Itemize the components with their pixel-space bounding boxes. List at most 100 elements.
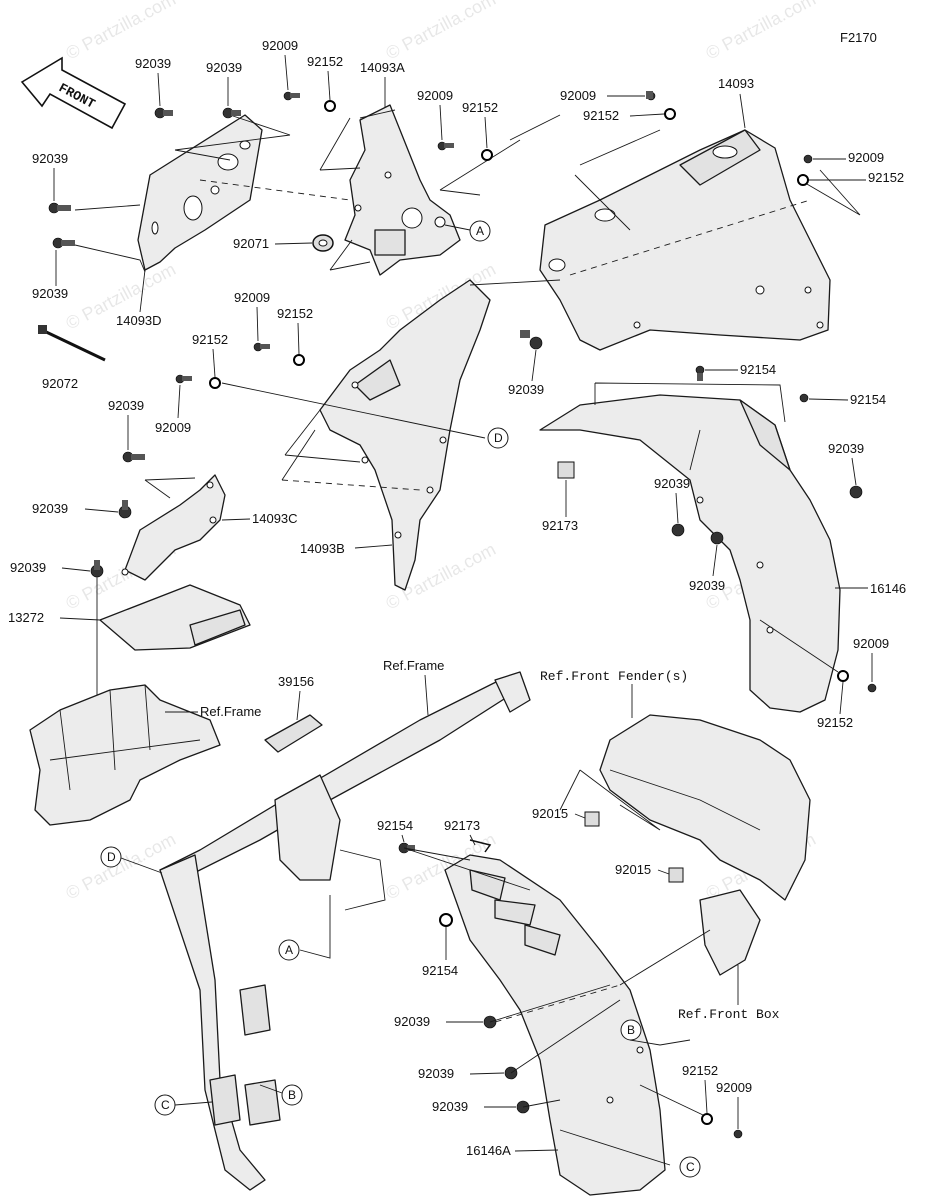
- callout-letter: B: [288, 1088, 296, 1102]
- label-92015: 92015: [615, 862, 651, 877]
- clip-icon: [52, 237, 75, 249]
- bolt-icon: [803, 154, 813, 164]
- label-13272: 13272: [8, 610, 44, 625]
- label-92039: 92039: [32, 286, 68, 301]
- figure-code: F2170: [840, 30, 877, 45]
- watermark: © Partzilla.com: [702, 0, 818, 64]
- callout-B: [281, 1084, 303, 1106]
- label-92154: 92154: [740, 362, 776, 377]
- callout-A: [278, 939, 300, 961]
- label-16146: 16146: [870, 581, 906, 596]
- label-92015: 92015: [532, 806, 568, 821]
- clip-icon: [668, 867, 684, 883]
- label-92072: 92072: [42, 376, 78, 391]
- front-fender-ref: [599, 714, 811, 901]
- part-16146A: [444, 854, 666, 1196]
- washer-icon: [293, 354, 305, 366]
- label-14093A: 14093A: [360, 60, 405, 75]
- callout-letter: D: [107, 850, 116, 864]
- label-92009: 92009: [716, 1080, 752, 1095]
- callout-letter: A: [285, 943, 293, 957]
- label-92039: 92039: [828, 441, 864, 456]
- callout-D: [487, 427, 509, 449]
- clip-icon: [48, 202, 71, 214]
- label-39156: 39156: [278, 674, 314, 689]
- callout-letter: C: [686, 1160, 695, 1174]
- grommet-icon: [312, 234, 334, 252]
- clip-icon: [222, 107, 241, 119]
- label-92009: 92009: [234, 290, 270, 305]
- label-92152: 92152: [277, 306, 313, 321]
- label-92152: 92152: [192, 332, 228, 347]
- label-92173: 92173: [542, 518, 578, 533]
- callout-letter: D: [494, 431, 503, 445]
- callout-B: [620, 1019, 642, 1041]
- label-92039: 92039: [32, 501, 68, 516]
- label-92009: 92009: [417, 88, 453, 103]
- callout-letter: C: [161, 1098, 170, 1112]
- washer-icon: [701, 1113, 713, 1125]
- label-92039: 92039: [32, 151, 68, 166]
- bolt-icon: [283, 91, 300, 101]
- label-92152: 92152: [462, 100, 498, 115]
- front-box-ref: [699, 889, 761, 976]
- part-16146: [539, 394, 841, 713]
- label-92039: 92039: [206, 60, 242, 75]
- watermark: © Partzilla.com: [62, 829, 178, 904]
- label-14093B: 14093B: [300, 541, 345, 556]
- clip-icon: [122, 451, 145, 463]
- washer-icon: [324, 100, 336, 112]
- clip-icon: [90, 560, 104, 578]
- label-92009: 92009: [848, 150, 884, 165]
- callout-D: [100, 846, 122, 868]
- bolt-icon: [733, 1129, 743, 1139]
- ref-front-fenders: Ref.Front Fender(s): [540, 669, 688, 684]
- clip-icon: [799, 393, 809, 403]
- label-92152: 92152: [868, 170, 904, 185]
- label-92039: 92039: [654, 476, 690, 491]
- washer-icon: [664, 108, 676, 120]
- label-92009: 92009: [155, 420, 191, 435]
- label-92154: 92154: [422, 963, 458, 978]
- ref-front-box: Ref.Front Box: [678, 1007, 780, 1022]
- washer-icon: [837, 670, 849, 682]
- label-92009: 92009: [853, 636, 889, 651]
- callout-letter: B: [627, 1023, 635, 1037]
- label-92039: 92039: [108, 398, 144, 413]
- bolt-icon: [646, 91, 656, 101]
- frame-ref-left: [29, 684, 221, 826]
- bolt-icon: [175, 374, 192, 384]
- label-92009: 92009: [560, 88, 596, 103]
- main-frame: [159, 671, 531, 1191]
- watermark: © Partzilla.com: [382, 0, 498, 64]
- watermark: © Partzilla.com: [62, 0, 178, 64]
- washer-icon: [481, 149, 493, 161]
- label-92071: 92071: [233, 236, 269, 251]
- clip-icon: [154, 107, 173, 119]
- washer-icon: [209, 377, 221, 389]
- part-14093B: [319, 279, 491, 591]
- clip-icon: [469, 839, 492, 853]
- clip-icon: [118, 500, 132, 519]
- callout-letter: A: [476, 224, 484, 238]
- clip-icon: [584, 811, 600, 827]
- label-92039: 92039: [135, 56, 171, 71]
- clip-icon: [695, 365, 705, 381]
- label-92039: 92039: [10, 560, 46, 575]
- front-arrow-icon: FRONT: [20, 56, 127, 130]
- clip-icon: [520, 330, 543, 350]
- part-39156: [264, 714, 323, 753]
- label-92039: 92039: [418, 1066, 454, 1081]
- bolt-icon: [253, 342, 270, 352]
- ref-frame-center: Ref.Frame: [383, 658, 444, 673]
- bolt-icon: [437, 141, 454, 151]
- label-92154: 92154: [377, 818, 413, 833]
- callout-A: [469, 220, 491, 242]
- label-92173: 92173: [444, 818, 480, 833]
- bolt-icon: [867, 683, 877, 693]
- bolt-icon: [398, 842, 415, 854]
- callout-C: [679, 1156, 701, 1178]
- clip-icon: [849, 485, 863, 499]
- clip-block-icon: [557, 461, 575, 479]
